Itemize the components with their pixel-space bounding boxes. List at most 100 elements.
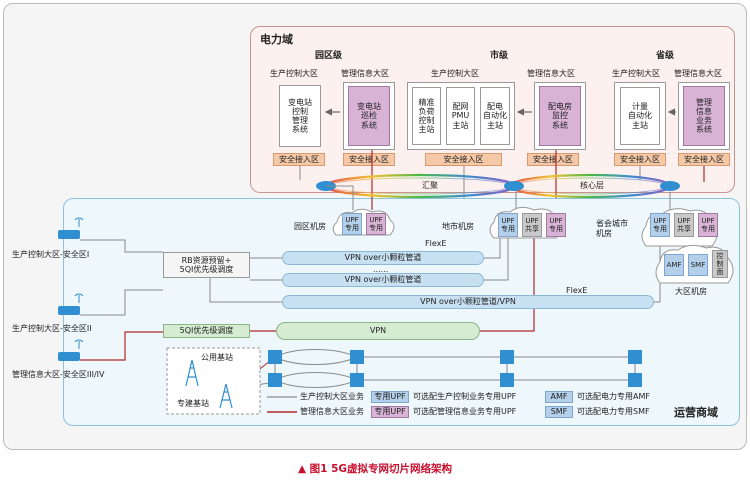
city-prod-label: 生产控制大区 bbox=[431, 69, 479, 78]
province-mgmt-label: 管理信息大区 bbox=[674, 69, 722, 78]
base-station-area bbox=[166, 347, 261, 415]
legend-smf-desc: 可选配电力专用SMF bbox=[577, 407, 650, 416]
operator-domain-title: 运营商域 bbox=[674, 406, 718, 419]
city-sys-distribution: 配电 自动化 主站 bbox=[480, 87, 510, 145]
router-icon bbox=[350, 350, 364, 364]
legend-mgmt-text: 管理信息大区业务 bbox=[300, 407, 364, 416]
park-prod-system: 变电站 控制 管理 系统 bbox=[279, 85, 321, 147]
province-prod-label: 生产控制大区 bbox=[612, 69, 660, 78]
park-level-title: 园区级 bbox=[315, 51, 343, 61]
park-access-prod: 安全接入区 bbox=[273, 153, 325, 166]
router-icon bbox=[628, 350, 642, 364]
flexe-label-1: FlexE bbox=[425, 239, 447, 248]
antenna-icon bbox=[74, 217, 84, 227]
base-station-towers bbox=[185, 359, 233, 409]
line-terminal-2 bbox=[80, 289, 163, 316]
router-icon bbox=[500, 350, 514, 364]
city-mgmt-system: 配电房 监控 系统 bbox=[539, 86, 581, 146]
park-mgmt-label: 管理信息大区 bbox=[341, 69, 389, 78]
figure-caption: ▲ 图1 5G虚拟专网切片网络架构 bbox=[297, 463, 453, 475]
router-icon bbox=[500, 373, 514, 387]
router-icon bbox=[660, 181, 680, 191]
cpe-icon bbox=[58, 306, 80, 315]
router-icon bbox=[628, 373, 642, 387]
province-room-label: 省会城市 机房 bbox=[596, 219, 628, 238]
qos-scheduling-label: 5QI优先级调度 bbox=[163, 324, 250, 338]
line-park-room-prod bbox=[326, 185, 354, 210]
legend-upf-mgmt-desc: 可选配管理信息业务专用UPF bbox=[413, 407, 517, 416]
cpe-icon bbox=[58, 230, 80, 239]
terminal-label-3: 管理信息大区-安全区III/IV bbox=[12, 370, 105, 379]
power-domain-title: 电力域 bbox=[260, 33, 293, 46]
legend-smf-tag: SMF bbox=[545, 406, 573, 418]
region-room-label: 大区机房 bbox=[675, 287, 707, 296]
province-level-title: 省级 bbox=[656, 51, 675, 61]
public-bs-label: 公用基站 bbox=[201, 353, 233, 362]
legend-upf-mgmt-tag: 专用UPF bbox=[371, 406, 409, 418]
terminal-devices bbox=[58, 217, 84, 361]
router-icon bbox=[350, 373, 364, 387]
city-sys-pmu: 配网 PMU 主站 bbox=[446, 87, 475, 145]
vpn-pipe-2: VPN over小颗粒管道 bbox=[282, 273, 484, 287]
private-bs-label: 专建基站 bbox=[177, 399, 209, 408]
line-rb-pipe3 bbox=[209, 278, 282, 303]
city-mgmt-label: 管理信息大区 bbox=[527, 69, 575, 78]
city-upf-prod: UPF 专用 bbox=[498, 213, 518, 237]
province-upf-mgmt: UPF 专用 bbox=[698, 213, 718, 237]
flexe-label-2: FlexE bbox=[566, 286, 588, 295]
antenna-icon bbox=[74, 293, 84, 303]
park-room-label: 园区机房 bbox=[294, 222, 326, 231]
province-upf-prod: UPF 专用 bbox=[650, 213, 670, 237]
line-terminal-3 bbox=[80, 331, 163, 361]
tower-icon bbox=[185, 359, 199, 387]
city-upf-shared: UPF 共享 bbox=[522, 213, 542, 237]
router-icon bbox=[268, 373, 282, 387]
park-upf-prod: UPF 专用 bbox=[342, 213, 362, 235]
terminal-label-2: 生产控制大区-安全区II bbox=[12, 324, 92, 333]
line-terminal-1 bbox=[80, 239, 163, 253]
city-room-label: 地市机房 bbox=[442, 222, 474, 231]
region-smf: SMF bbox=[688, 254, 708, 276]
city-sys-load-control: 精准 负荷 控制 主站 bbox=[412, 87, 441, 145]
legend-prod-text: 生产控制大区业务 bbox=[300, 392, 364, 401]
region-amf: AMF bbox=[664, 254, 684, 276]
province-prod-system: 计量 自动化 主站 bbox=[620, 87, 660, 145]
province-access-prod: 安全接入区 bbox=[614, 153, 666, 166]
line-pipe4-to-city bbox=[480, 237, 535, 332]
park-prod-label: 生产控制大区 bbox=[270, 69, 318, 78]
cpe-icon bbox=[58, 352, 80, 361]
region-control-plane: 控 制 面 bbox=[712, 250, 728, 278]
park-access-mgmt: 安全接入区 bbox=[343, 153, 395, 166]
province-mgmt-system: 管理 信息 业务 系统 bbox=[683, 86, 725, 146]
ring-routers bbox=[316, 181, 680, 191]
park-upf-mgmt: UPF 专用 bbox=[366, 213, 386, 235]
router-icon bbox=[268, 350, 282, 364]
rb-reservation-label: RB资源预留+ 5QI优先级调度 bbox=[163, 252, 250, 278]
vpn-pipe-1: VPN over小颗粒管道 bbox=[282, 251, 484, 265]
city-level-title: 市级 bbox=[490, 51, 509, 61]
park-mgmt-system: 变电站 巡检 系统 bbox=[348, 86, 390, 146]
router-icon bbox=[504, 181, 524, 191]
tower-icon bbox=[219, 383, 233, 409]
pipe-dots: ...... bbox=[373, 265, 389, 274]
city-upf-mgmt: UPF 专用 bbox=[546, 213, 566, 237]
vpn-pipe-3: VPN over小颗粒管道/VPN bbox=[282, 295, 654, 309]
line-pipe2-to-city bbox=[484, 237, 509, 281]
terminal-label-1: 生产控制大区-安全区I bbox=[12, 250, 90, 259]
province-upf-shared: UPF 共享 bbox=[674, 213, 694, 237]
province-access-mgmt: 安全接入区 bbox=[678, 153, 730, 166]
city-access-mgmt: 安全接入区 bbox=[527, 153, 579, 166]
legend-upf-prod-desc: 可选配生产控制业务专用UPF bbox=[413, 392, 517, 401]
vpn-pipe-4: VPN bbox=[276, 322, 480, 340]
core-label: 核心层 bbox=[580, 181, 604, 190]
access-to-ring-lines bbox=[299, 150, 705, 198]
legend-amf-tag: AMF bbox=[545, 391, 573, 403]
city-access-prod: 安全接入区 bbox=[425, 153, 502, 166]
antenna-icon bbox=[74, 339, 84, 349]
transport-routers bbox=[268, 350, 642, 387]
line-pipe1-to-park bbox=[484, 237, 501, 259]
legend-upf-prod-tag: 专用UPF bbox=[371, 391, 409, 403]
legend-amf-desc: 可选配电力专用AMF bbox=[577, 392, 650, 401]
